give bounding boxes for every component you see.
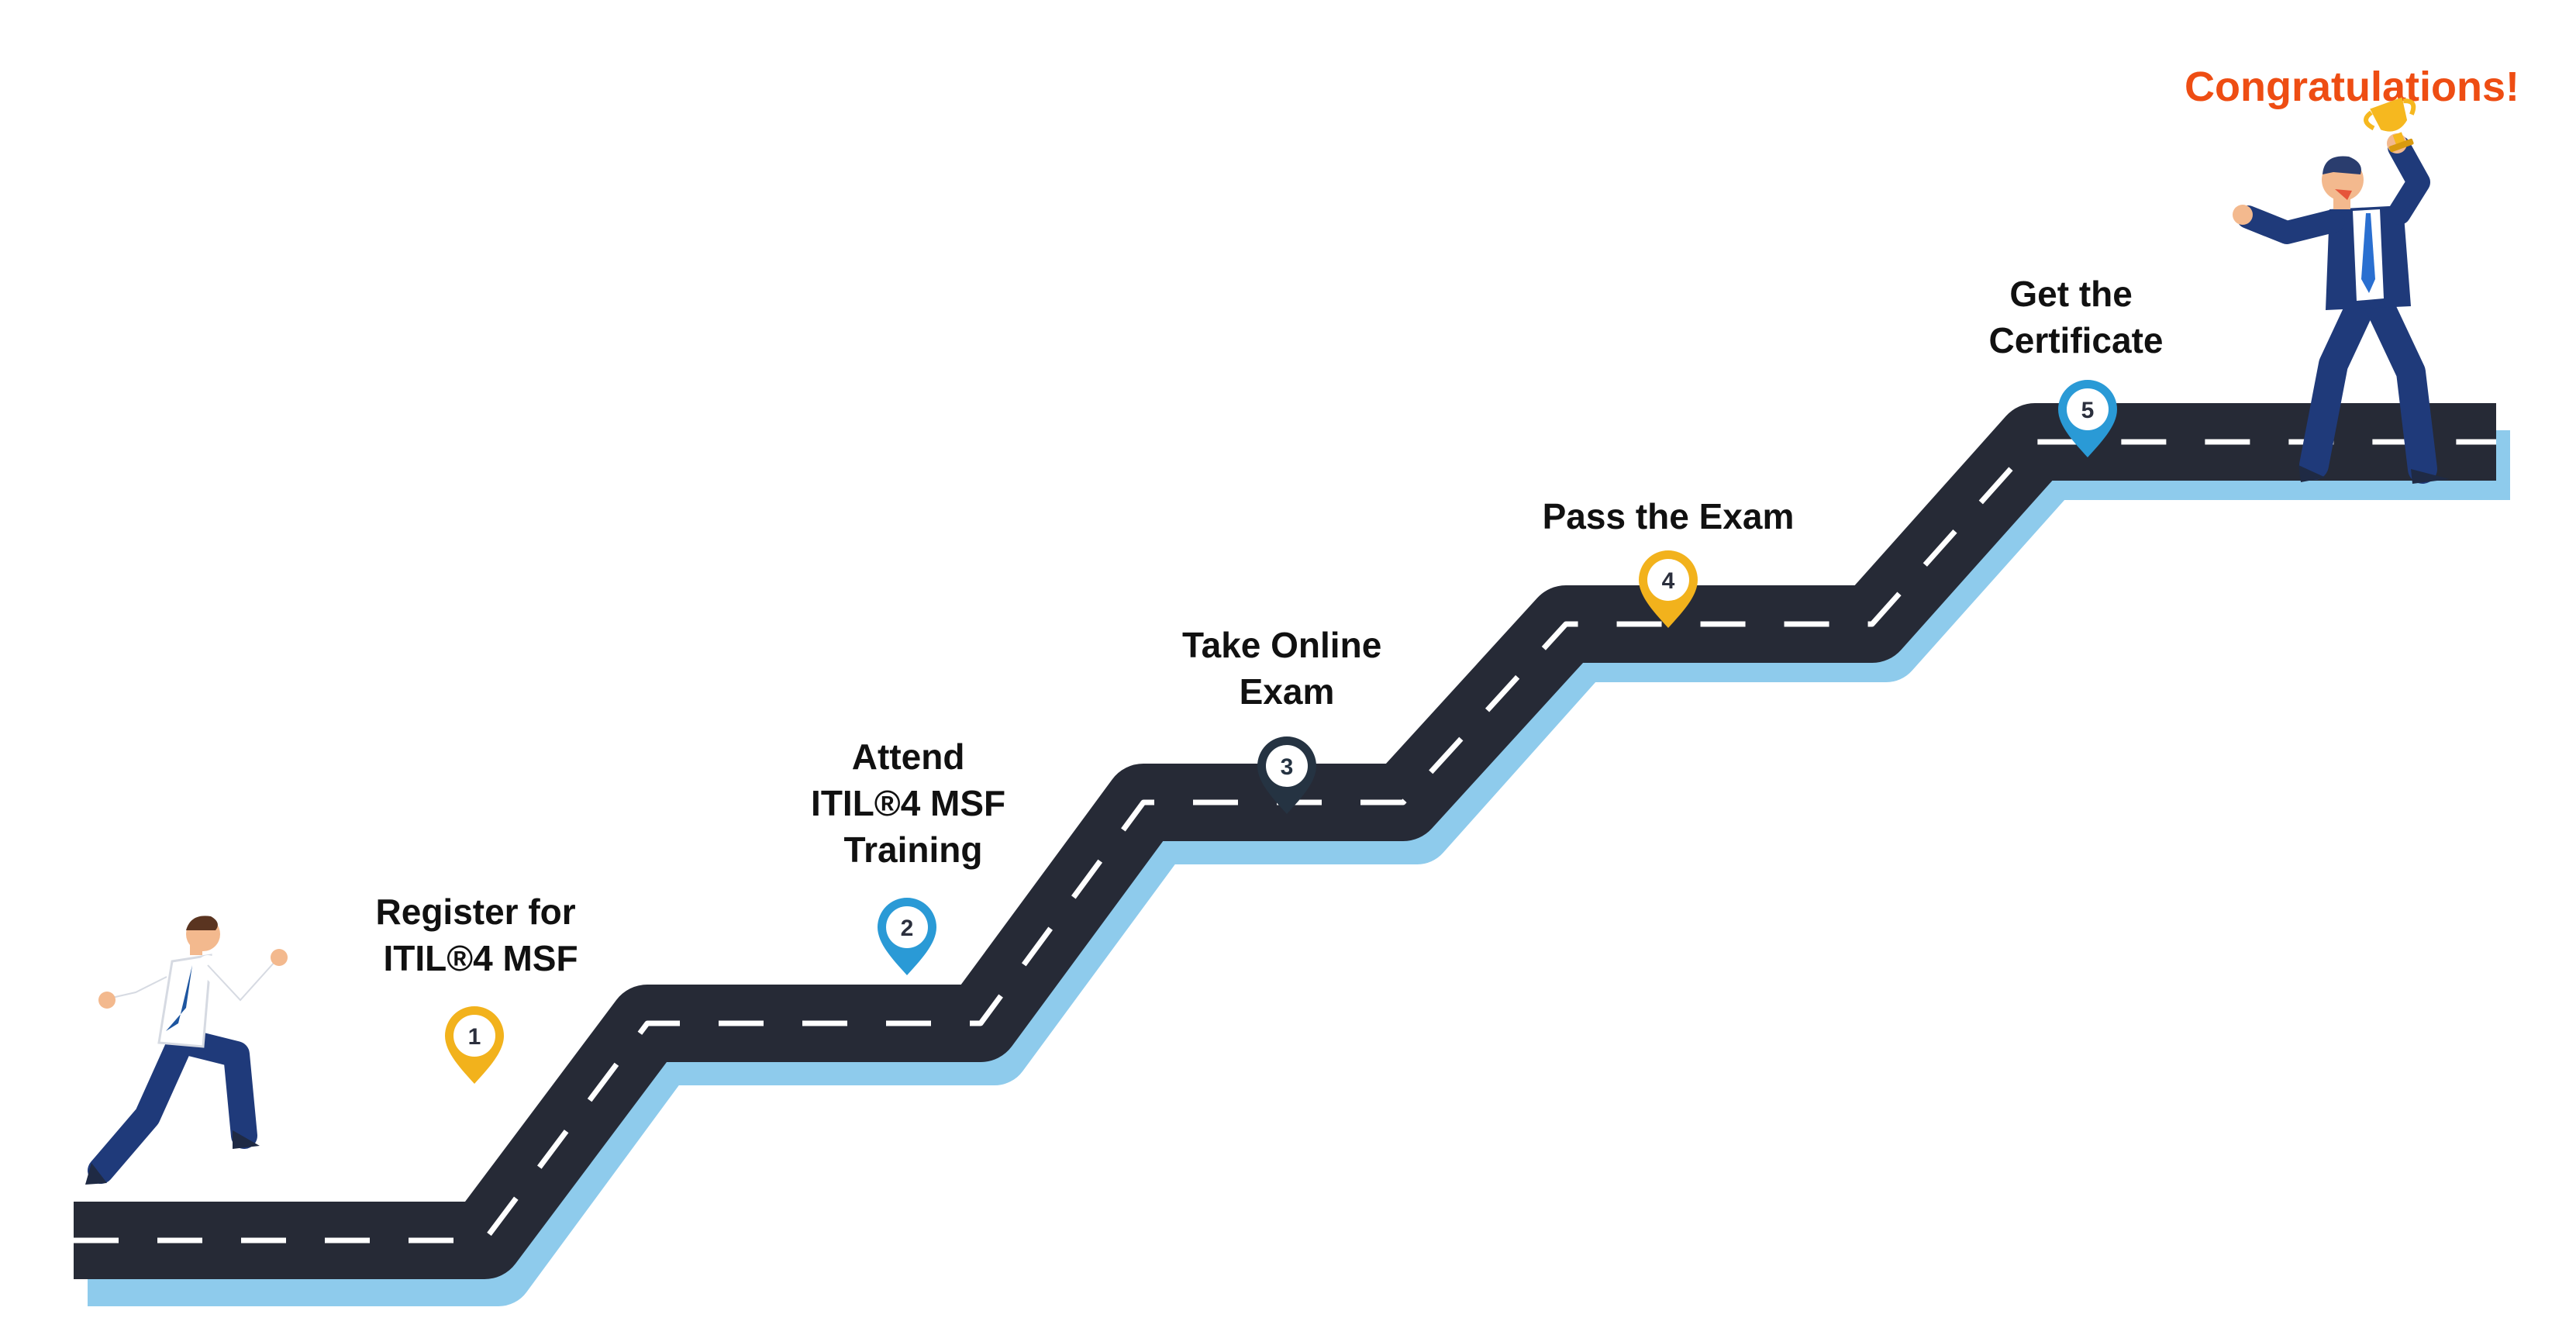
map-pin-icon: 5 xyxy=(2058,380,2117,457)
step-1: Register for ITIL®4 MSF 1 xyxy=(376,892,586,1084)
road-center-dashes xyxy=(74,439,2496,1243)
step-5-label: Get the Certificate xyxy=(1989,274,2164,360)
congratulations-heading: Congratulations! xyxy=(2185,64,2519,110)
winner-figure xyxy=(2233,133,2450,484)
trophy-icon xyxy=(2364,97,2416,153)
step-1-label: Register for ITIL®4 MSF xyxy=(376,892,586,978)
map-pin-icon: 3 xyxy=(1257,736,1316,814)
step-3-label-line-1: Take Online xyxy=(1182,625,1381,665)
step-5-label-line-2: Certificate xyxy=(1989,320,2164,360)
step-4: Pass the Exam 4 xyxy=(1543,496,1795,628)
runner-figure xyxy=(85,916,288,1185)
step-4-label: Pass the Exam xyxy=(1543,496,1795,536)
step-5: Get the Certificate 5 xyxy=(1989,274,2164,457)
road-body xyxy=(74,403,2496,1279)
step-2: Attend ITIL®4 MSF Training 2 xyxy=(811,736,1016,975)
step-1-number: 1 xyxy=(468,1024,481,1050)
step-1-label-line-1: Register for xyxy=(376,892,576,932)
step-2-label-line-2: ITIL®4 MSF xyxy=(811,783,1005,823)
step-4-number: 4 xyxy=(1662,568,1675,594)
road-shadow xyxy=(88,430,2510,1306)
staircase-road xyxy=(74,403,2510,1306)
step-2-number: 2 xyxy=(901,916,914,941)
step-3: Take Online Exam 3 xyxy=(1182,625,1391,814)
map-pin-icon: 2 xyxy=(878,898,936,975)
step-4-label-line-1: Pass the Exam xyxy=(1543,496,1795,536)
step-1-label-line-2: ITIL®4 MSF xyxy=(383,938,578,978)
step-2-label: Attend ITIL®4 MSF Training xyxy=(811,736,1016,870)
map-pin-icon: 4 xyxy=(1639,550,1698,628)
step-3-label-line-2: Exam xyxy=(1240,671,1335,712)
step-2-label-line-3: Training xyxy=(844,830,983,870)
map-pin-icon: 1 xyxy=(445,1006,504,1084)
step-5-number: 5 xyxy=(2081,398,2095,423)
step-3-label: Take Online Exam xyxy=(1182,625,1391,712)
step-3-number: 3 xyxy=(1281,754,1294,780)
step-2-label-line-1: Attend xyxy=(852,736,965,777)
step-5-label-line-1: Get the xyxy=(2009,274,2132,314)
